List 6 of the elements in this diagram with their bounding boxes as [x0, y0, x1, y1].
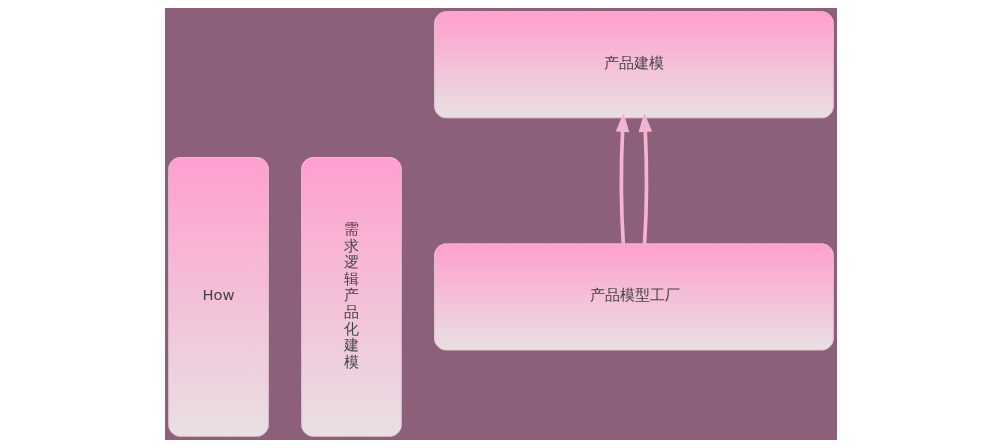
arrow [615, 112, 629, 244]
arrow [638, 112, 652, 244]
node-box: 产品模型工厂 [433, 243, 834, 351]
node-box: How [167, 157, 269, 437]
node-box: 需求逻辑产品化建模 [300, 157, 402, 437]
node-box: 产品建模 [433, 11, 834, 119]
